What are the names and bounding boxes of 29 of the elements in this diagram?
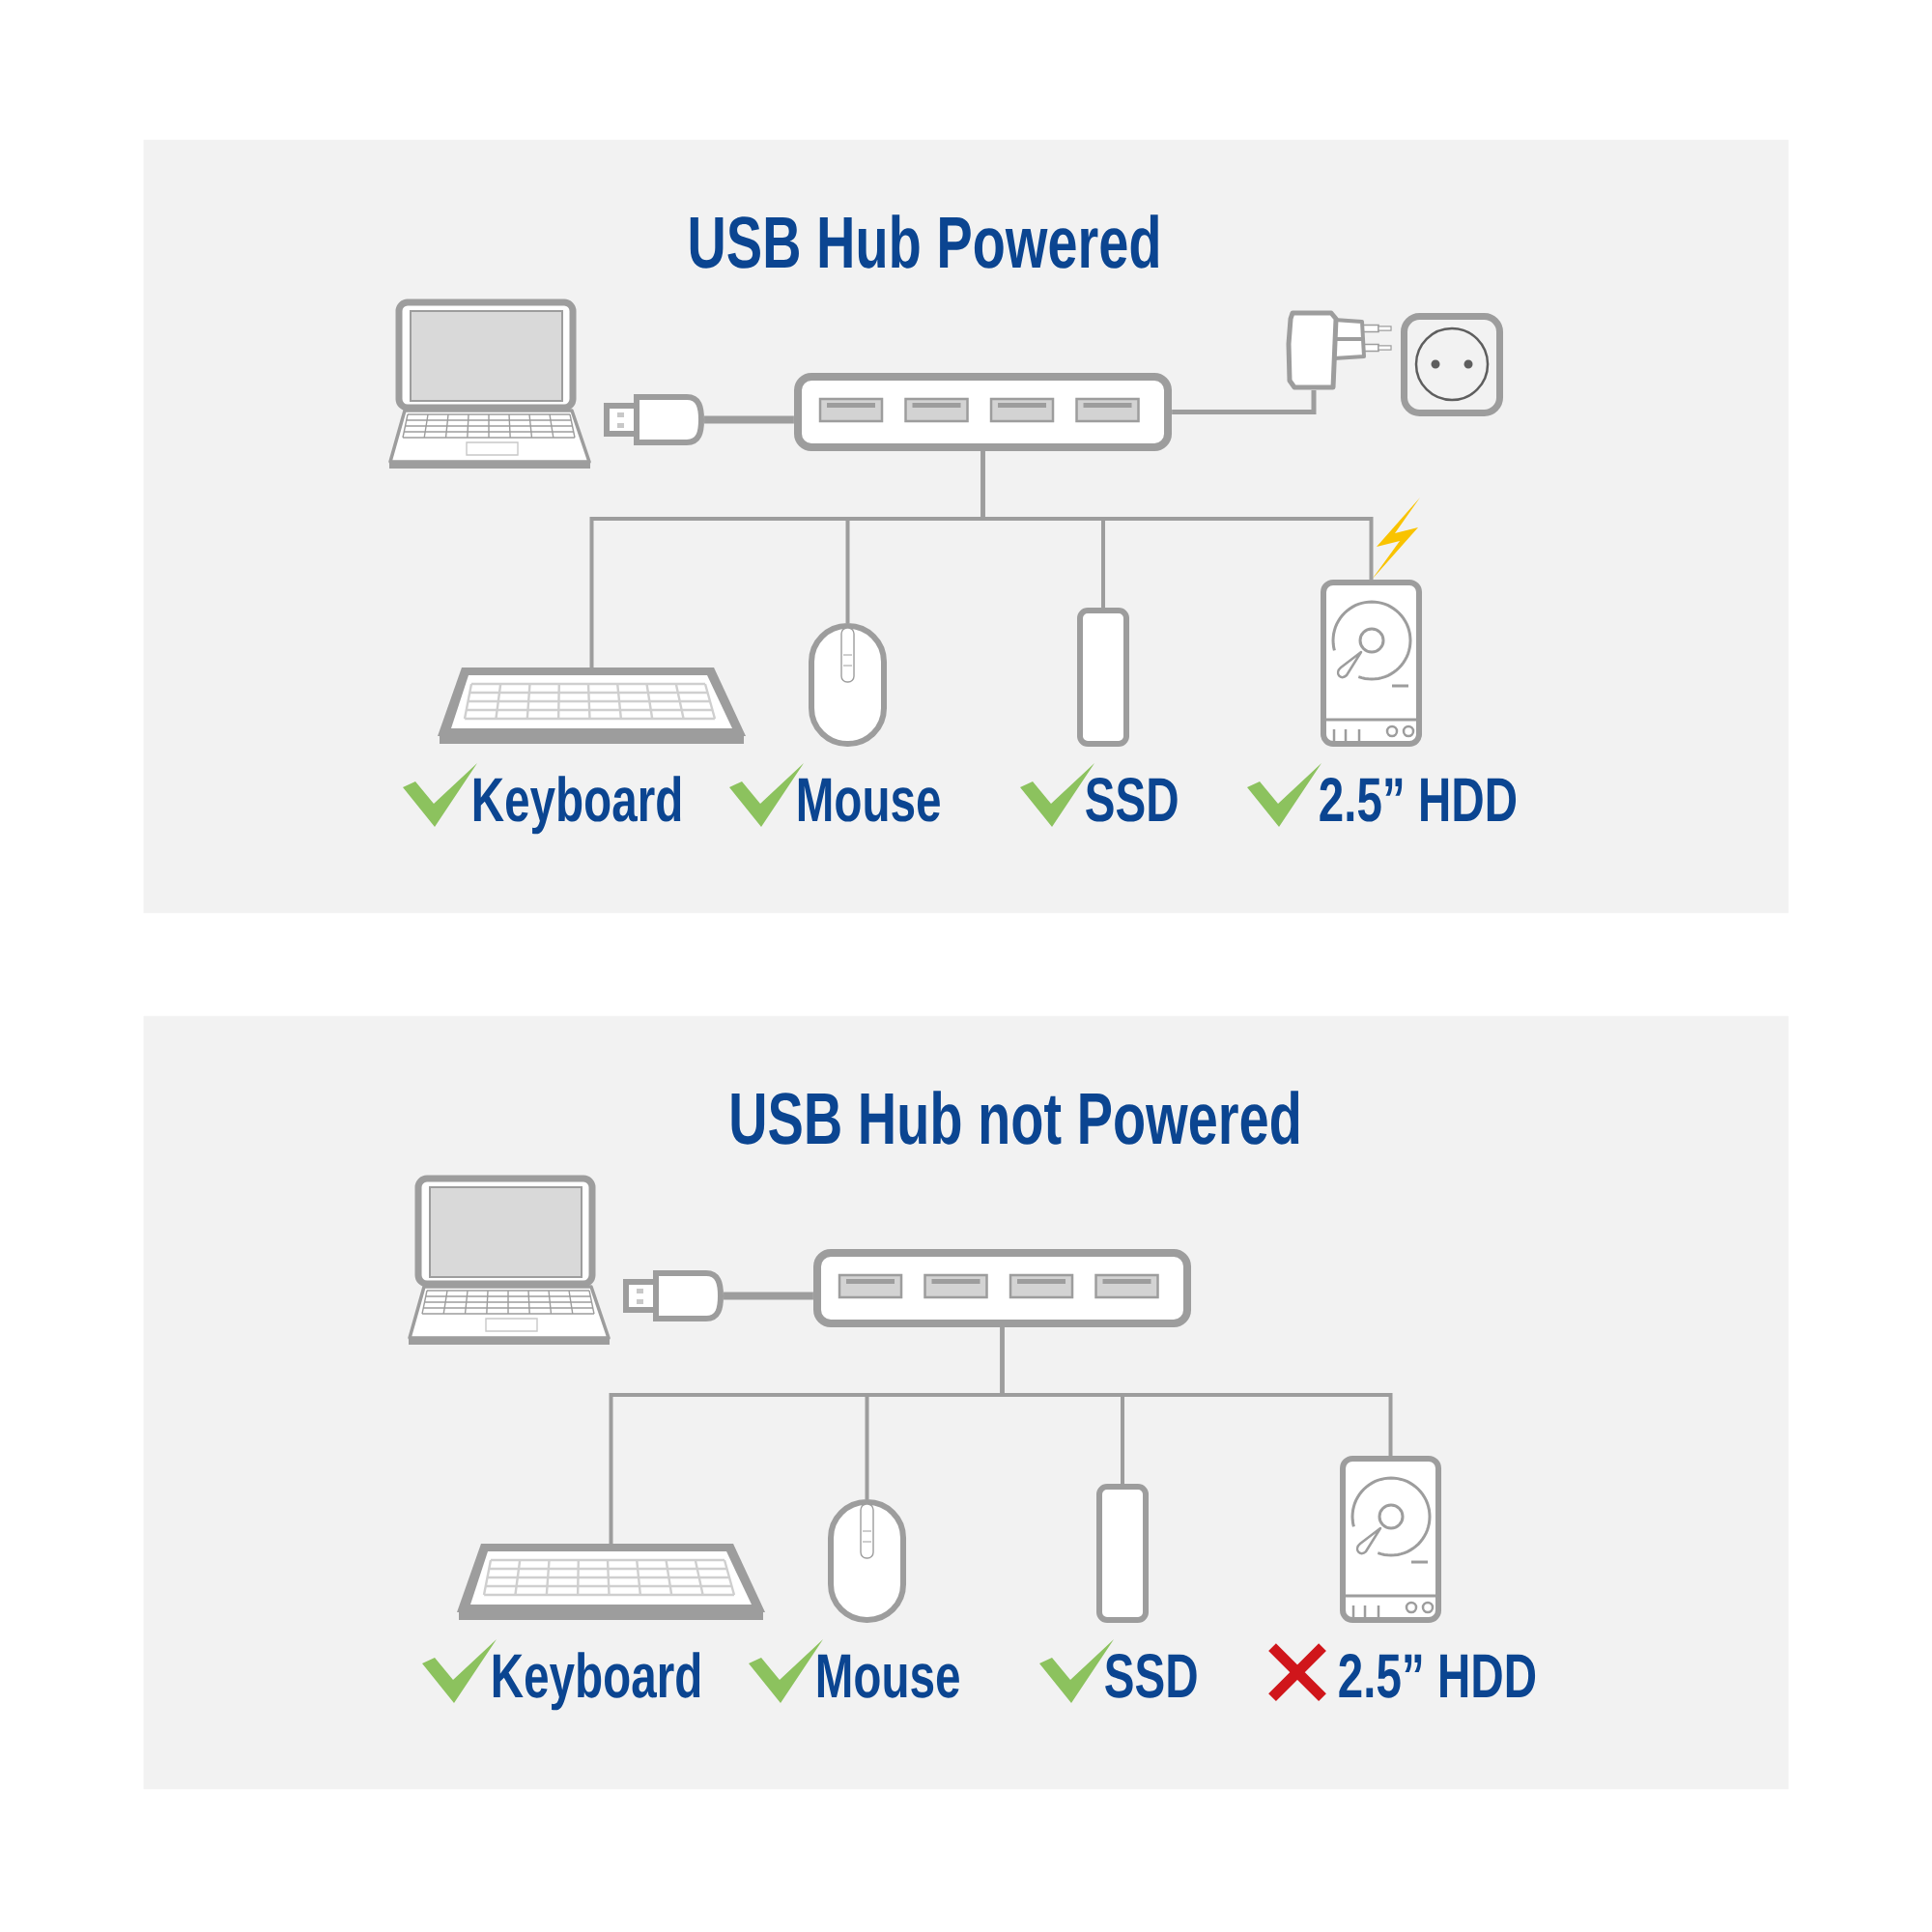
- ssd-icon: [1096, 1484, 1149, 1624]
- connection-line: [1000, 1327, 1393, 1456]
- mouse-icon: [809, 623, 887, 747]
- usb-hub-icon: [794, 373, 1172, 451]
- usb-plug-icon: [604, 394, 704, 445]
- laptop-icon: [408, 1175, 611, 1345]
- power-adapter-icon: [1286, 310, 1392, 390]
- panel-title: USB Hub Powered: [690, 214, 1158, 269]
- usb-hub-icon: [813, 1249, 1191, 1327]
- panel-title: USB Hub not Powered: [731, 1091, 1299, 1145]
- hard-drive-icon: [1340, 1456, 1441, 1624]
- cable: [1172, 390, 1317, 414]
- keyboard-icon: [438, 668, 746, 744]
- device-label: Mouse: [798, 778, 940, 822]
- device-label: Keyboard: [473, 776, 681, 835]
- device-label: 2.5” HDD: [1320, 778, 1517, 822]
- device-label: SSD: [1105, 1654, 1197, 1698]
- hard-drive-icon: [1321, 580, 1422, 747]
- device-label: Keyboard: [493, 1652, 700, 1711]
- laptop-icon: [388, 298, 591, 469]
- device-label: Mouse: [817, 1654, 959, 1698]
- device-label: SSD: [1086, 778, 1178, 822]
- device-label: 2.5” HDD: [1339, 1654, 1536, 1698]
- mouse-icon: [828, 1499, 906, 1624]
- wall-socket-icon: [1401, 313, 1503, 416]
- usb-plug-icon: [623, 1270, 724, 1321]
- keyboard-icon: [457, 1544, 765, 1621]
- ssd-icon: [1077, 608, 1129, 747]
- connection-line: [980, 451, 1374, 580]
